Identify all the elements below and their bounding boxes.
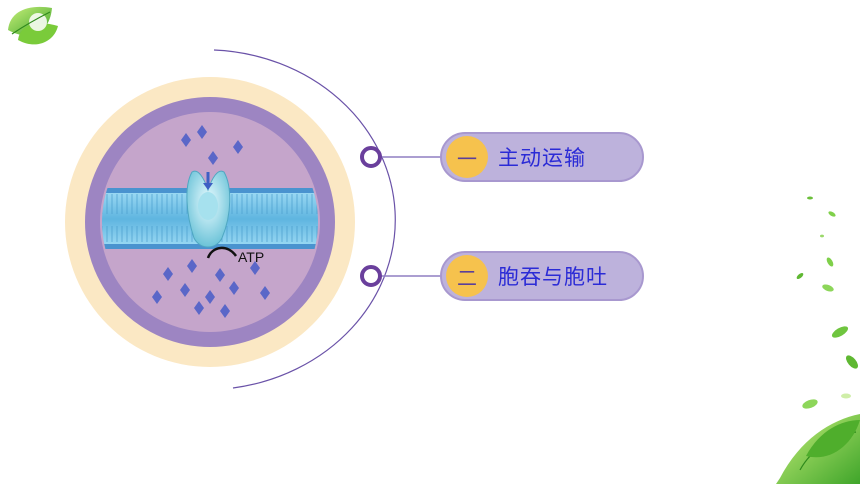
outer-arc xyxy=(213,49,396,389)
menu-item-active-transport[interactable]: 一 主动运输 xyxy=(440,132,644,182)
menu-item-label: 胞吞与胞吐 xyxy=(498,265,608,289)
atp-arc-icon xyxy=(206,246,238,259)
molecule-icon xyxy=(229,281,239,295)
atp-label: ATP xyxy=(238,249,265,265)
menu-item-number: 二 xyxy=(446,255,488,297)
molecule-icon xyxy=(205,290,215,304)
molecule-icon xyxy=(220,304,230,318)
molecule-icon xyxy=(194,301,204,315)
molecule-icon xyxy=(181,133,191,147)
molecule-icon xyxy=(180,283,190,297)
molecule-icon xyxy=(163,267,173,281)
menu-item-label: 主动运输 xyxy=(498,146,586,170)
menu-item-endocytosis-exocytosis[interactable]: 二 胞吞与胞吐 xyxy=(440,251,644,301)
molecule-icon xyxy=(208,151,218,165)
menu-item-number: 一 xyxy=(446,136,488,178)
molecule-icon xyxy=(250,261,260,275)
molecule-icon xyxy=(152,290,162,304)
leaf-top-left-icon xyxy=(8,6,58,45)
cell-membrane-diagram xyxy=(65,77,355,367)
molecule-icon xyxy=(233,140,243,154)
molecule-icon xyxy=(187,259,197,273)
molecule-icon xyxy=(260,286,270,300)
transport-protein-icon xyxy=(186,170,231,248)
molecule-icon xyxy=(197,125,207,139)
molecule-group xyxy=(152,125,270,318)
leaf-scatter-right-icon xyxy=(796,196,858,409)
connector-top xyxy=(360,146,442,168)
leaf-bottom-right-icon xyxy=(776,414,860,484)
connector-bottom xyxy=(360,265,442,287)
molecule-icon xyxy=(215,268,225,282)
